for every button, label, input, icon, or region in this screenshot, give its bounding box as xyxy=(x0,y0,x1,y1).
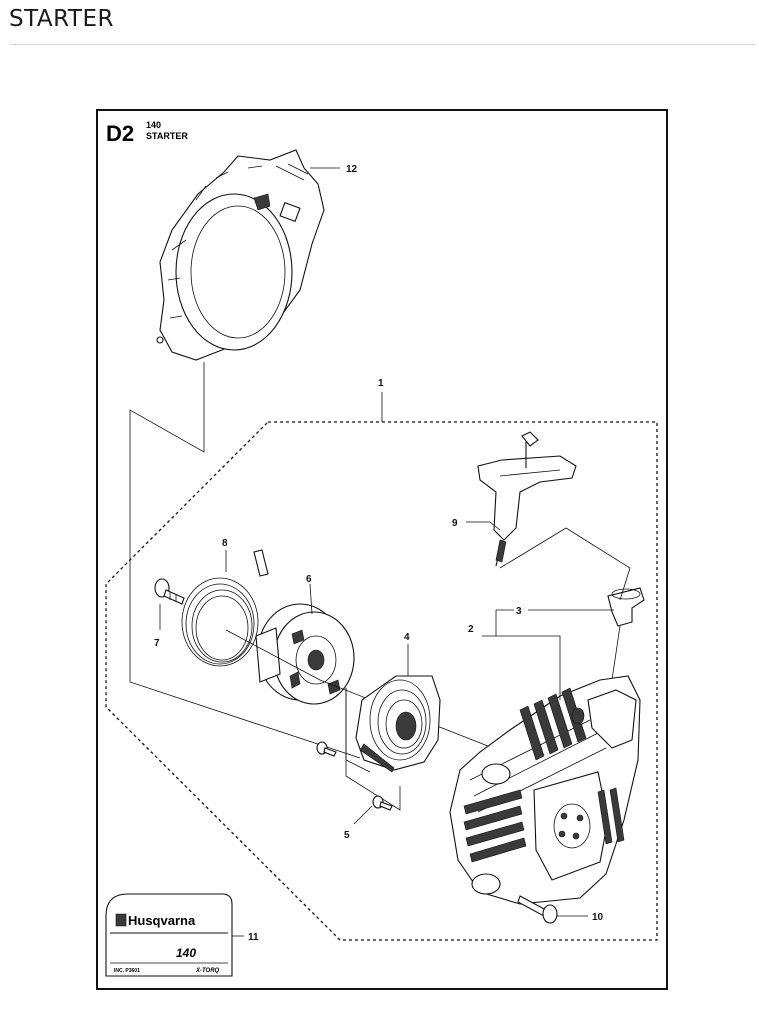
callout-4: 4 xyxy=(404,632,410,643)
cassette-screws-part xyxy=(316,741,393,811)
diagram-code: D2 xyxy=(106,121,134,146)
callout-6: 6 xyxy=(306,574,312,585)
fan-cover-part xyxy=(156,149,325,361)
leader-spring-box xyxy=(345,688,401,811)
callout-10: 10 xyxy=(592,912,604,923)
callout-leaders xyxy=(159,167,614,937)
starter-rope-part xyxy=(181,549,269,667)
leader-guide xyxy=(611,625,621,681)
page-title: STARTER xyxy=(9,6,114,32)
callout-5: 5 xyxy=(344,830,350,841)
starter-handle-part xyxy=(477,431,577,567)
decal-part: Husqvarna 140 INC. P3601 X-TORQ xyxy=(105,893,233,977)
leader-handle xyxy=(499,527,631,601)
callout-2: 2 xyxy=(468,624,474,635)
leader-fan-cover xyxy=(129,362,361,759)
recoil-spring-part xyxy=(355,675,441,773)
callout-9: 9 xyxy=(452,518,458,529)
callout-8: 8 xyxy=(222,538,228,549)
starter-housing-part xyxy=(449,675,641,905)
callout-7: 7 xyxy=(154,638,160,649)
pulley-screw-part xyxy=(154,578,185,605)
callout-11: 11 xyxy=(248,932,259,943)
housing-screw-part xyxy=(517,895,558,924)
callout-3: 3 xyxy=(516,606,522,617)
diagram-section: STARTER xyxy=(146,131,188,141)
decal-model: 140 xyxy=(176,946,196,960)
decal-right-small: X-TORQ xyxy=(195,968,220,974)
header-divider xyxy=(10,44,755,45)
rope-guide-part xyxy=(607,587,645,627)
rope-pulley-part xyxy=(255,603,355,705)
diagram-model: 140 xyxy=(146,120,161,130)
callout-12: 12 xyxy=(346,164,358,175)
assembly-boundary xyxy=(105,421,658,941)
callout-1: 1 xyxy=(378,378,384,389)
diagram-frame xyxy=(96,109,668,990)
decal-left-small: INC. P3601 xyxy=(114,968,140,974)
page-header: STARTER xyxy=(0,0,759,46)
decal-brand: Husqvarna xyxy=(128,913,196,928)
